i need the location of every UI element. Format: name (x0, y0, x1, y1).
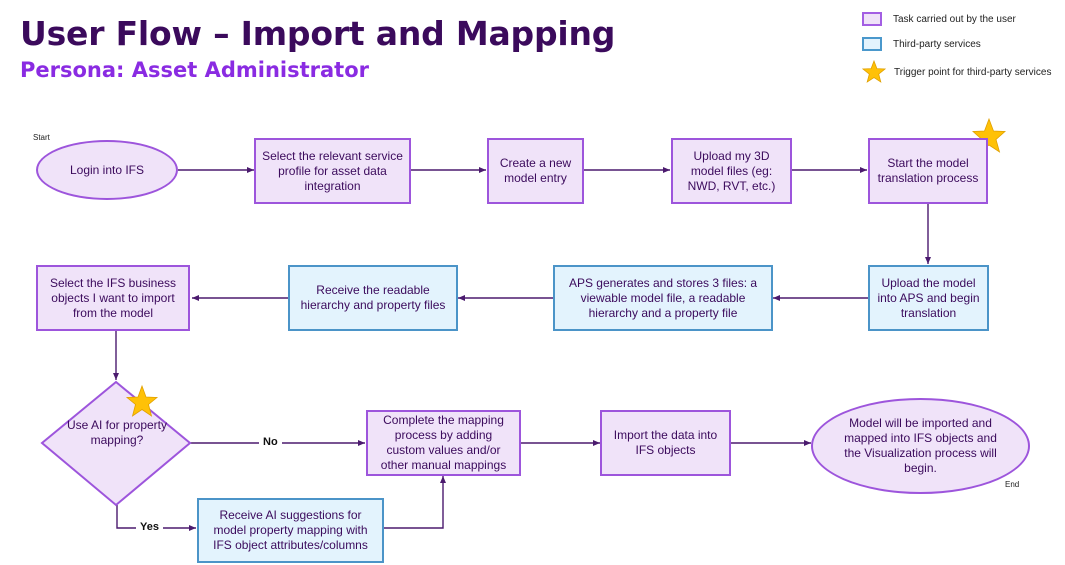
node-receive-files[interactable]: Receive the readable hierarchy and prope… (288, 265, 458, 331)
node-upload-aps[interactable]: Upload the model into APS and begin tran… (868, 265, 989, 331)
node-complete-mapping[interactable]: Complete the mapping process by adding c… (366, 410, 521, 476)
legend-item-user-task: Task carried out by the user (862, 12, 1016, 26)
node-upload-files[interactable]: Upload my 3D model files (eg: NWD, RVT, … (671, 138, 792, 204)
decision-label[interactable]: Use AI for property mapping? (66, 418, 168, 447)
user-task-swatch-icon (862, 12, 882, 26)
node-create-entry[interactable]: Create a new model entry (487, 138, 584, 204)
legend-item-third-party: Third-party services (862, 37, 981, 51)
node-login[interactable]: Login into IFS (36, 140, 178, 200)
edge-label-no: No (259, 436, 282, 448)
legend-label: Trigger point for third-party services (894, 66, 1052, 78)
persona-subtitle: Persona: Asset Administrator (20, 58, 369, 82)
node-select-profile[interactable]: Select the relevant service profile for … (254, 138, 411, 204)
legend-label: Third-party services (893, 38, 981, 50)
node-ai-suggestions[interactable]: Receive AI suggestions for model propert… (197, 498, 384, 563)
page-title: User Flow – Import and Mapping (20, 14, 616, 53)
legend-label: Task carried out by the user (893, 13, 1016, 25)
start-label: Start (33, 133, 50, 142)
node-end[interactable]: Model will be imported and mapped into I… (811, 398, 1030, 494)
legend-item-trigger: Trigger point for third-party services (862, 60, 1051, 84)
node-aps-generates[interactable]: APS generates and stores 3 files: a view… (553, 265, 773, 331)
node-import-data[interactable]: Import the data into IFS objects (600, 410, 731, 476)
end-label: End (1005, 480, 1020, 489)
edge-ai-to-complete (384, 476, 446, 529)
node-select-objects[interactable]: Select the IFS business objects I want t… (36, 265, 190, 331)
edge-label-yes: Yes (136, 521, 163, 533)
third-party-swatch-icon (862, 37, 882, 51)
star-icon (125, 384, 159, 417)
node-start-translation[interactable]: Start the model translation process (868, 138, 988, 204)
star-icon (862, 60, 886, 83)
edge-decision-yes (116, 505, 196, 531)
decision-diamond (40, 380, 192, 507)
